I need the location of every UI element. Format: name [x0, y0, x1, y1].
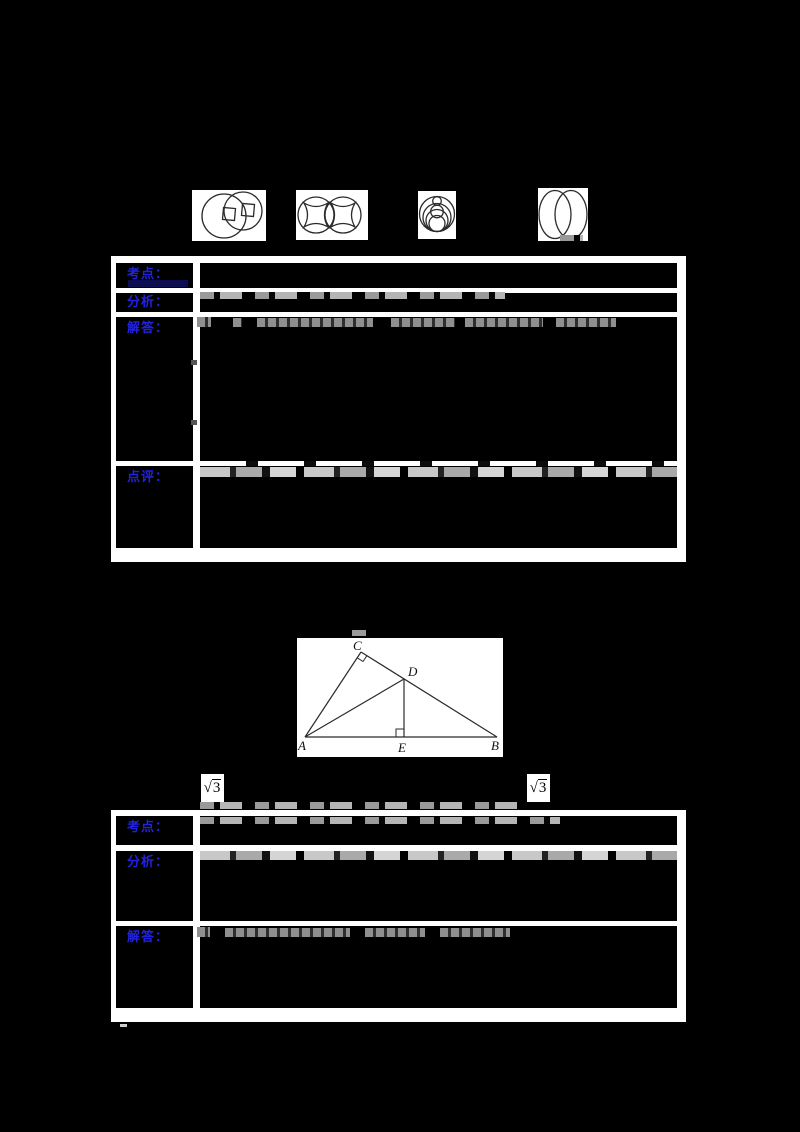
- radical-sign: √: [203, 779, 212, 796]
- radicand: 3: [211, 779, 222, 796]
- table1-label-cell-jieda: 解答：: [116, 317, 193, 461]
- two-tangent-circles-with-concave-squares-icon: [297, 196, 362, 234]
- redacted-text-smudge: [200, 292, 505, 299]
- option-figure-d: [538, 188, 588, 241]
- table1-content-cell-jieda: [200, 317, 677, 461]
- redacted-text-fragment: [191, 420, 197, 425]
- answer-table-2: 考点： 分析： 解答：: [111, 810, 686, 1022]
- redacted-text-fragment: [391, 318, 455, 327]
- redacted-text-fragment: [465, 318, 543, 327]
- right-triangle-diagram: A B C D E: [297, 638, 499, 755]
- redacted-text-smudge: [200, 817, 560, 824]
- table1-content-cell-kaodian: [200, 263, 677, 288]
- vertex-label-a: A: [297, 738, 306, 753]
- radicand: 3: [537, 779, 548, 796]
- table1-row-label-dianping: 点评：: [127, 469, 170, 484]
- redacted-text-fragment: [191, 360, 197, 365]
- redacted-text-smudge: [352, 630, 366, 636]
- option-figure-c: [418, 191, 456, 239]
- option-figure-a: [192, 190, 266, 241]
- answer-table-1: 考点： 分析： 解答： 点评：: [111, 256, 686, 562]
- table1-row-label-kaodian: 考点：: [127, 266, 170, 281]
- redacted-text-fragment: [197, 317, 211, 327]
- right-angle-mark-e: [395, 728, 404, 737]
- table1-label-cell-fenxi: 分析：: [116, 293, 193, 312]
- radical-sign: √: [529, 779, 538, 796]
- table1-content-cell-dianping: [200, 466, 677, 548]
- table1-row-label-jieda: 解答：: [127, 320, 170, 335]
- table2-label-cell-kaodian: 考点：: [116, 816, 193, 845]
- redacted-text-fragment: [233, 318, 242, 327]
- navy-text-remnant: [128, 280, 188, 287]
- triangle-figure: A B C D E: [297, 638, 503, 757]
- redacted-text-fragment: [197, 927, 210, 937]
- redacted-text-fragment: [365, 928, 425, 937]
- redacted-text-smudge: [200, 467, 677, 477]
- table2-label-cell-fenxi: 分析：: [116, 851, 193, 921]
- redacted-text-fragment: [556, 318, 616, 327]
- table2-label-cell-jieda: 解答：: [116, 926, 193, 1008]
- vertex-label-e: E: [397, 740, 406, 755]
- vertex-label-b: B: [491, 738, 499, 753]
- two-overlapping-ovals-lens-icon: [538, 189, 588, 240]
- table2-content-cell-fenxi: [200, 851, 677, 921]
- redacted-text-fragment: [440, 928, 510, 937]
- vertex-label-c: C: [353, 638, 362, 653]
- redacted-text-smudge: [200, 802, 530, 809]
- page-speck: [120, 1024, 127, 1027]
- table2-content-cell-jieda: [200, 926, 677, 1008]
- circle-with-nested-stacked-circles-icon: [418, 195, 456, 233]
- redacted-text-smudge: [200, 851, 677, 860]
- redacted-text-fragment: [257, 318, 373, 327]
- sqrt3-expression-right: √3: [527, 774, 550, 802]
- table1-row-label-fenxi: 分析：: [127, 294, 170, 309]
- redacted-text-smudge: [200, 461, 677, 466]
- sqrt3-expression-left: √3: [201, 774, 224, 802]
- redacted-text-fragment: [225, 928, 350, 937]
- redacted-text-smudge: [560, 235, 583, 241]
- vertex-label-d: D: [407, 664, 418, 679]
- table2-row-label-fenxi: 分析：: [127, 854, 170, 869]
- two-overlapping-circles-with-small-squares-icon: [201, 191, 263, 239]
- table2-row-label-kaodian: 考点：: [127, 819, 170, 834]
- right-angle-mark-c: [356, 655, 368, 663]
- table1-label-cell-dianping: 点评：: [116, 466, 193, 548]
- option-figure-b: [296, 190, 368, 240]
- table2-row-label-jieda: 解答：: [127, 929, 170, 944]
